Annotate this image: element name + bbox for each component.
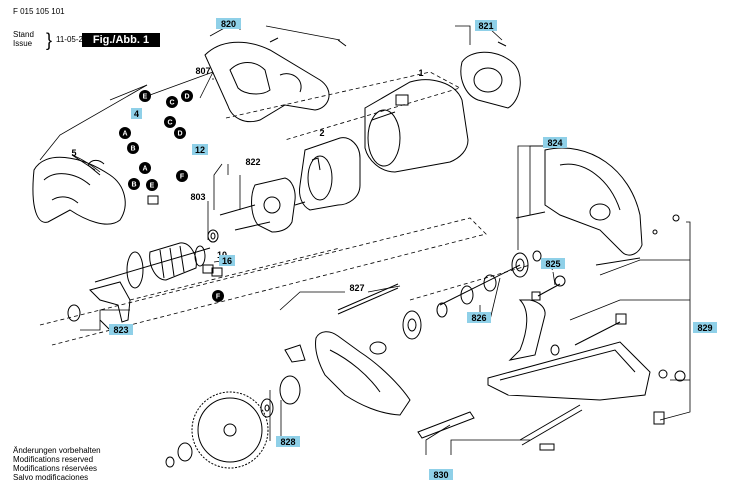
callout-D-1: D: [184, 94, 189, 101]
blade-guard: [515, 147, 643, 266]
callout-C-2: C: [167, 120, 172, 127]
power-cord: [71, 154, 101, 173]
label-16: 16: [222, 256, 232, 266]
callout-F-1: F: [180, 174, 185, 181]
label-822: 822: [245, 157, 260, 167]
label-12: 12: [195, 145, 205, 155]
label-5: 5: [71, 148, 76, 158]
callout-F-2: F: [216, 294, 221, 301]
note-es: Salvo modificaciones: [13, 473, 89, 482]
assembly-guides: [39, 71, 531, 346]
label-828: 828: [280, 437, 295, 447]
callout-circles: E A B C D C D A B E F F: [119, 90, 224, 302]
callout-C-1: C: [169, 100, 174, 107]
brace: }: [46, 30, 53, 50]
return-spring: [337, 283, 399, 315]
label-824: 824: [547, 138, 562, 148]
base-plate: [487, 214, 686, 425]
leader-lines: [39, 25, 691, 455]
arbor-screw: [531, 275, 566, 301]
label-803: 803: [190, 192, 205, 202]
label-807: 807: [195, 66, 210, 76]
label-821: 821: [478, 21, 493, 31]
label-829: 829: [697, 323, 712, 333]
label-830: 830: [433, 470, 448, 480]
callout-D-2: D: [177, 131, 182, 138]
doc-number: F 015 105 101: [13, 7, 65, 16]
label-4: 4: [134, 109, 139, 119]
label-827: 827: [349, 283, 364, 293]
callout-B-2: B: [131, 182, 136, 189]
issue-label: Issue: [13, 39, 33, 48]
label-826: 826: [471, 313, 486, 323]
label-825: 825: [545, 259, 560, 269]
gear-spindle: [402, 252, 529, 340]
end-cap: [460, 41, 521, 109]
figure-tag: Fig./Abb. 1: [82, 33, 160, 47]
issue-date: 11-05-25: [56, 35, 88, 44]
bearing-plate: [219, 177, 306, 233]
label-1: 1: [418, 68, 423, 78]
callout-E-1: E: [143, 94, 148, 101]
stand-label: Stand: [13, 30, 34, 39]
label-2: 2: [319, 128, 324, 138]
note-en: Modifications reserved: [13, 455, 94, 464]
motor-housing: [364, 79, 469, 173]
lower-guard: [279, 331, 411, 416]
callout-B-1: B: [130, 146, 135, 153]
note-de: Änderungen vorbehalten: [13, 446, 101, 455]
saw-blade: [165, 391, 274, 469]
handle-housing: [32, 156, 126, 225]
note-fr: Modifications réservées: [13, 464, 98, 473]
label-823: 823: [113, 325, 128, 335]
carbon-brushes: [147, 195, 223, 277]
top-handle: [204, 37, 347, 123]
callout-E-2: E: [150, 183, 155, 190]
label-820: 820: [221, 19, 236, 29]
callout-A-1: A: [122, 131, 127, 138]
field-stator: [299, 137, 361, 211]
callout-A-2: A: [142, 166, 147, 173]
part-labels: 820 821 807 1 2 4 5 12 822 803 10 16 823…: [71, 18, 717, 480]
armature: [94, 242, 211, 289]
wrench-guide: [417, 404, 583, 451]
